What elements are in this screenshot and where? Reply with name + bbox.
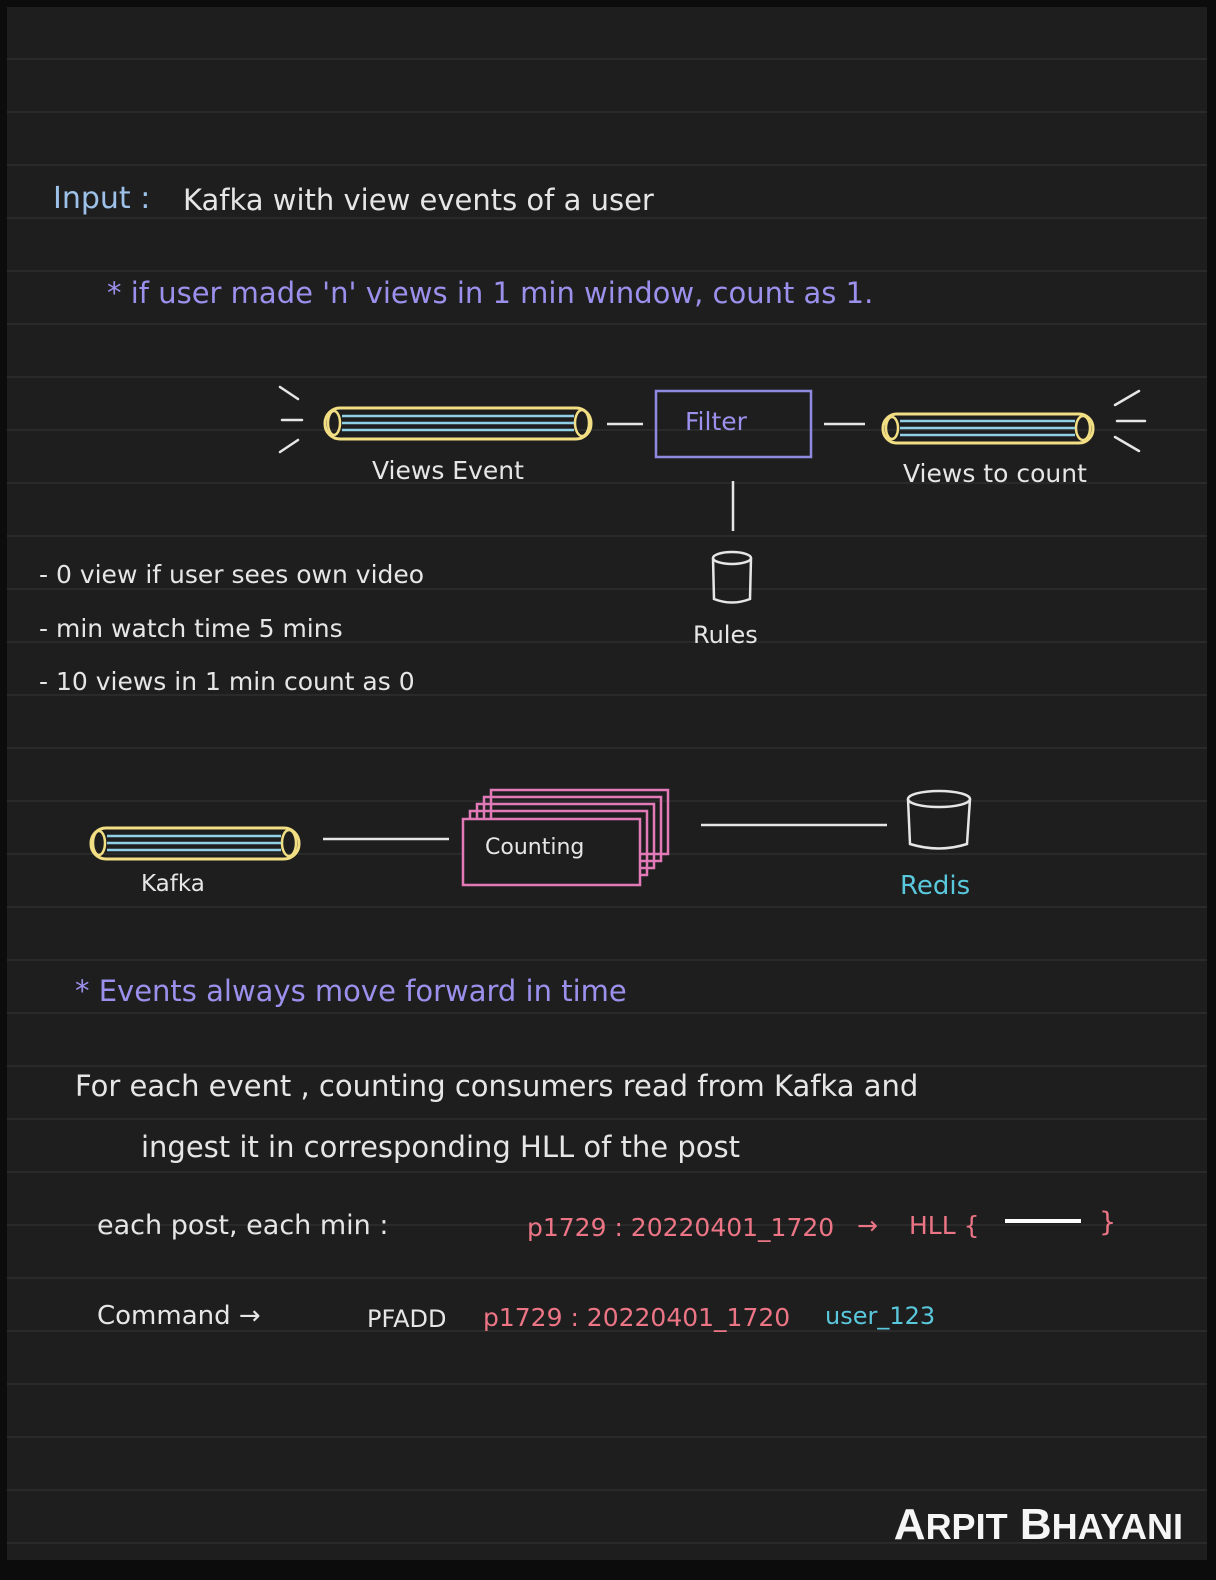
input-label: Input : — [53, 181, 151, 216]
key-arrow-icon: → — [857, 1211, 878, 1240]
whiteboard: Input : Kafka with view events of a user… — [7, 7, 1207, 1560]
kafka-topic-icon — [89, 826, 301, 861]
key-row-label: each post, each min : — [97, 1210, 389, 1241]
author-brand: ARPIT BHAYANI — [893, 1500, 1183, 1549]
filter-box — [654, 389, 813, 459]
command-label: Command → — [97, 1301, 261, 1331]
command-key: p1729 : 20220401_1720 — [483, 1303, 791, 1332]
hll-open: HLL { — [909, 1211, 980, 1240]
sparkle-left-icon — [278, 385, 304, 454]
note-events-forward: * Events always move forward in time — [75, 974, 627, 1008]
counting-consumers-stack — [461, 788, 670, 887]
views-to-count-topic-icon — [881, 412, 1095, 445]
filter-label: Filter — [685, 407, 747, 436]
note-window-rule: * if user made 'n' views in 1 min window… — [107, 276, 874, 310]
command-name: PFADD — [367, 1305, 447, 1333]
rule-item: - min watch time 5 mins — [39, 614, 343, 643]
redis-database-icon — [906, 789, 972, 850]
paragraph-line-2: ingest it in corresponding HLL of the po… — [141, 1130, 740, 1164]
paragraph-line-1: For each event , counting consumers read… — [75, 1069, 919, 1103]
redis-label: Redis — [900, 871, 971, 901]
rule-item: - 0 view if user sees own video — [39, 560, 425, 589]
hll-key: p1729 : 20220401_1720 — [527, 1213, 835, 1242]
views-to-count-label: Views to count — [903, 459, 1087, 488]
hll-close: } — [1099, 1207, 1117, 1238]
rule-item: - 10 views in 1 min count as 0 — [39, 667, 415, 696]
counting-label: Counting — [485, 835, 585, 860]
input-description: Kafka with view events of a user — [183, 183, 654, 217]
rules-label: Rules — [693, 621, 758, 649]
sparkle-right-icon — [1113, 389, 1147, 453]
diagram-canvas — [89, 385, 1147, 1223]
views-event-label: Views Event — [372, 456, 524, 485]
rules-database-icon — [711, 550, 753, 604]
command-user: user_123 — [825, 1302, 936, 1330]
kafka-label: Kafka — [141, 871, 205, 897]
views-event-topic-icon — [323, 406, 593, 441]
